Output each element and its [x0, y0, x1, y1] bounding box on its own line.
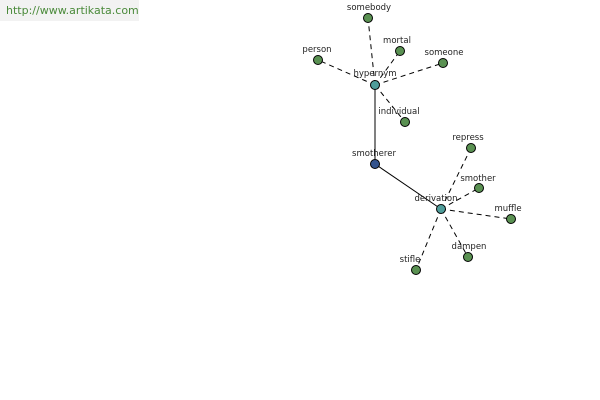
edge-derivation-stifle — [415, 208, 442, 271]
edge-derivation-dampen — [440, 208, 469, 258]
node-label-smother: smother — [460, 174, 496, 184]
node-label-individual: individual — [378, 107, 419, 117]
node-circle-derivation[interactable] — [436, 204, 446, 214]
node-repress[interactable]: repress — [452, 133, 484, 153]
edge-derivation-repress — [440, 147, 472, 210]
edge-hypernym-someone — [374, 62, 444, 86]
node-label-dampen: dampen — [452, 242, 487, 252]
node-circle-individual[interactable] — [400, 117, 410, 127]
node-stifle[interactable]: stifle — [400, 255, 421, 275]
node-label-mortal: mortal — [383, 36, 411, 46]
node-circle-smotherer[interactable] — [370, 159, 380, 169]
node-derivation[interactable]: derivation — [414, 194, 458, 214]
node-label-somebody: somebody — [347, 3, 391, 13]
graph-edges — [317, 17, 512, 271]
edge-hypernym-somebody — [367, 17, 376, 86]
node-muffle[interactable]: muffle — [494, 204, 522, 224]
node-circle-mortal[interactable] — [395, 46, 405, 56]
edge-derivation-smother — [440, 187, 480, 210]
node-circle-dampen[interactable] — [463, 252, 473, 262]
node-smother[interactable]: smother — [460, 174, 496, 193]
node-label-repress: repress — [452, 133, 484, 143]
node-label-smotherer: smotherer — [352, 149, 396, 159]
node-label-stifle: stifle — [400, 255, 421, 265]
node-label-person: person — [302, 45, 331, 55]
node-person[interactable]: person — [302, 45, 332, 65]
node-hypernym[interactable]: hypernym — [353, 69, 397, 90]
artikata-link[interactable]: http://www.artikata.com — [0, 0, 139, 21]
graph-nodes: somebody mortal person someone individual rep… — [302, 3, 522, 275]
node-circle-stifle[interactable] — [411, 265, 421, 275]
edge-smotherer-derivation — [374, 163, 442, 210]
node-circle-hypernym[interactable] — [370, 80, 380, 90]
node-label-muffle: muffle — [494, 204, 521, 214]
edge-derivation-muffle — [440, 208, 512, 220]
edge-hypernym-person — [317, 59, 376, 86]
node-individual[interactable]: individual — [378, 107, 420, 127]
node-circle-someone[interactable] — [438, 58, 448, 68]
edge-hypernym-mortal — [374, 50, 401, 86]
node-someone[interactable]: someone — [425, 48, 464, 68]
node-label-derivation: derivation — [414, 194, 457, 204]
node-circle-repress[interactable] — [466, 143, 476, 153]
node-mortal[interactable]: mortal — [383, 36, 411, 56]
node-circle-smother[interactable] — [474, 183, 484, 193]
node-circle-somebody[interactable] — [363, 13, 373, 23]
node-circle-person[interactable] — [313, 55, 323, 65]
edge-hypernym-individual — [374, 84, 406, 123]
node-smotherer[interactable]: smotherer — [352, 149, 396, 169]
node-somebody[interactable]: somebody — [347, 3, 391, 23]
node-dampen[interactable]: dampen — [452, 242, 487, 262]
node-circle-muffle[interactable] — [506, 214, 516, 224]
node-label-someone: someone — [425, 48, 464, 58]
node-label-hypernym: hypernym — [353, 69, 396, 79]
